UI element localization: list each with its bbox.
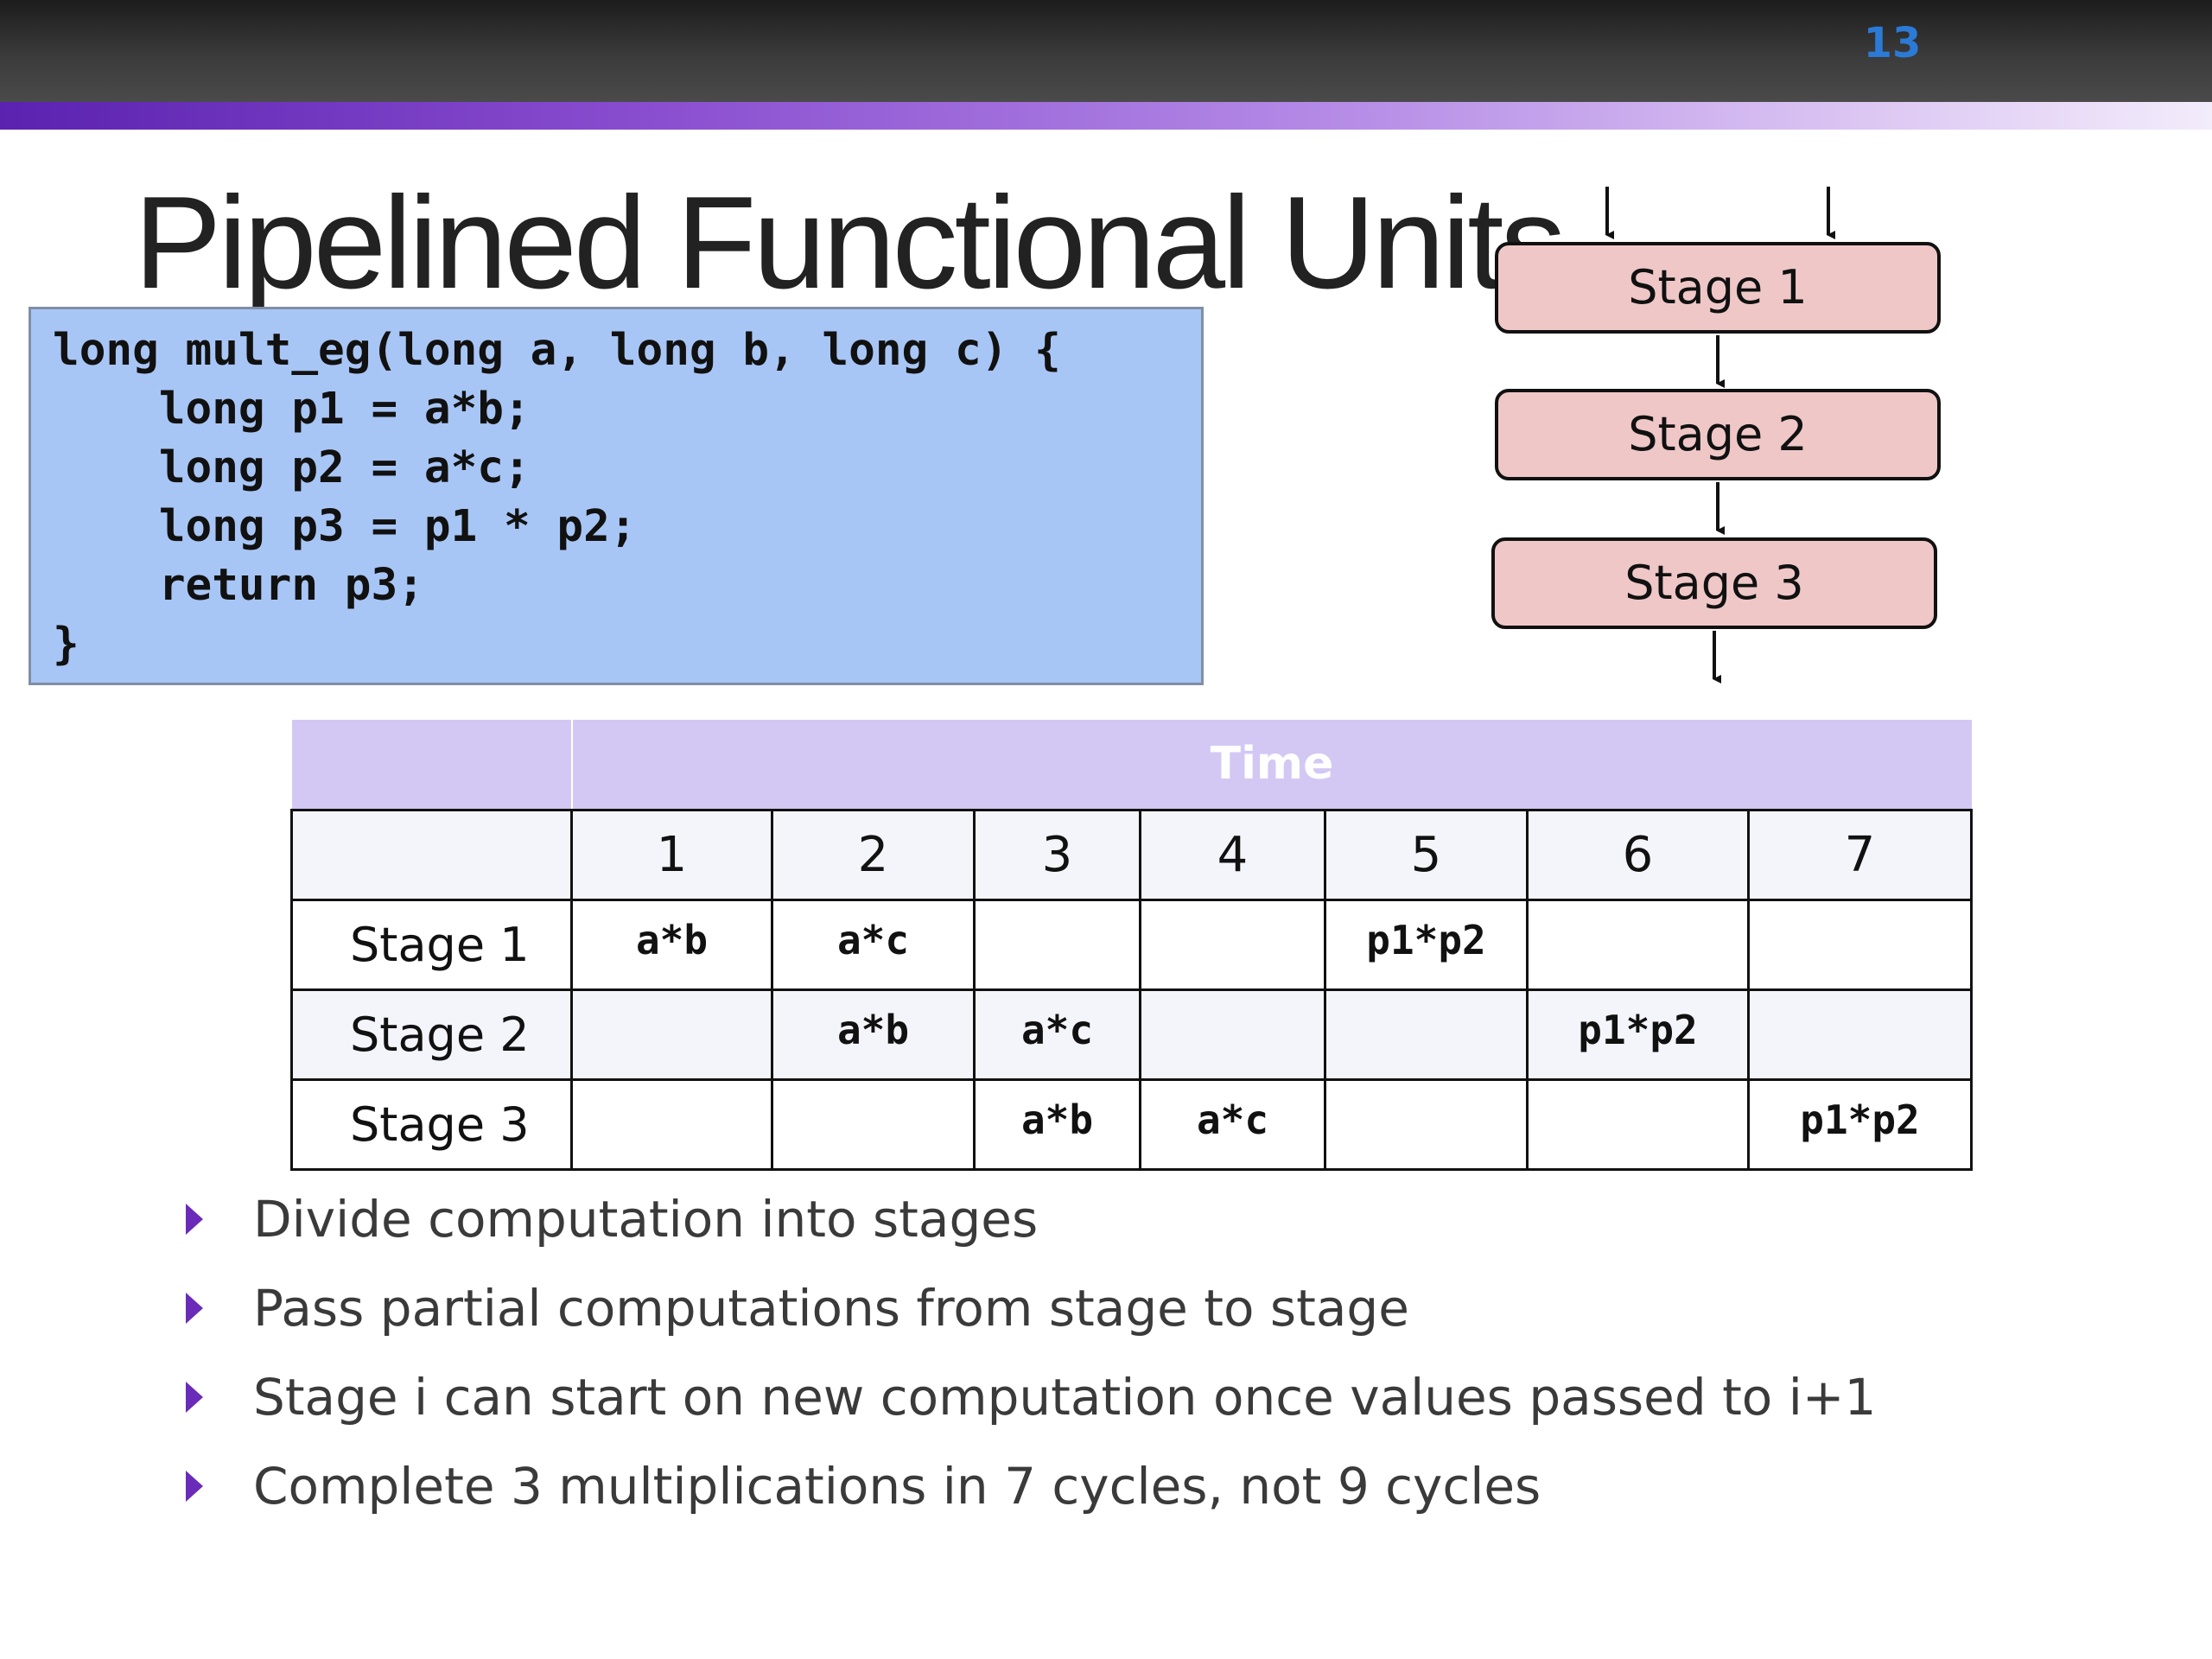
pipeline-arrows <box>1605 187 1835 683</box>
table-cell <box>1526 1077 1750 1171</box>
code-line: long p2 = a*c; <box>53 442 531 493</box>
code-line: long p3 = p1 * p2; <box>53 501 637 552</box>
pipeline-timing-table: Time 1 2 3 4 5 6 7 Stage 1 a*b a*c p1*p2… <box>290 720 1973 1171</box>
triangle-bullet-icon <box>186 1204 203 1235</box>
table-cell <box>1324 988 1529 1081</box>
table-cell <box>1139 988 1326 1081</box>
code-box: long mult_eg(long a, long b, long c) { l… <box>29 307 1204 685</box>
time-column-header: 2 <box>771 808 976 901</box>
corner-cell <box>290 808 573 901</box>
page-number: 13 <box>1863 19 1922 67</box>
table-cell <box>1324 1077 1529 1171</box>
time-column-header: 5 <box>1324 808 1529 901</box>
code-line: } <box>53 619 79 670</box>
table-cell: a*b <box>973 1077 1141 1171</box>
bullet-item: Complete 3 multiplications in 7 cycles, … <box>186 1447 1541 1525</box>
accent-stripe <box>0 102 2212 130</box>
table-cell: a*b <box>570 898 773 991</box>
bullet-text: Complete 3 multiplications in 7 cycles, … <box>253 1457 1541 1516</box>
triangle-bullet-icon <box>186 1293 203 1324</box>
code-line: long p1 = a*b; <box>53 384 531 435</box>
bullet-text: Stage i can start on new computation onc… <box>253 1368 1877 1427</box>
table-cell <box>1139 898 1326 991</box>
table-cell <box>570 988 773 1081</box>
blank-header-cell <box>291 720 572 810</box>
row-label: Stage 3 <box>290 1077 573 1171</box>
row-label: Stage 2 <box>290 988 573 1081</box>
table-row: Stage 3 a*b a*c p1*p2 <box>290 1077 1973 1171</box>
table-row: Stage 1 a*b a*c p1*p2 <box>290 898 1973 991</box>
code-line: long mult_eg(long a, long b, long c) { <box>53 325 1061 376</box>
top-bar: 13 <box>0 0 2212 102</box>
row-label: Stage 1 <box>290 898 573 991</box>
table-cell: p1*p2 <box>1324 898 1529 991</box>
bullet-text: Divide computation into stages <box>253 1190 1039 1249</box>
time-column-header: 6 <box>1526 808 1750 901</box>
bullet-item: Stage i can start on new computation onc… <box>186 1358 1876 1436</box>
column-number-row: 1 2 3 4 5 6 7 <box>290 808 1973 901</box>
table-cell <box>570 1077 773 1171</box>
triangle-bullet-icon <box>186 1471 203 1502</box>
stage-2-box: Stage 2 <box>1495 389 1941 480</box>
table-cell: a*c <box>973 988 1141 1081</box>
time-column-header: 3 <box>973 808 1141 901</box>
table-cell: p1*p2 <box>1526 988 1750 1081</box>
table-row: Stage 2 a*b a*c p1*p2 <box>290 988 1973 1081</box>
bullet-item: Divide computation into stages <box>186 1180 1038 1258</box>
table-cell: p1*p2 <box>1747 1077 1973 1171</box>
bullet-text: Pass partial computations from stage to … <box>253 1279 1409 1338</box>
table-cell: a*c <box>1139 1077 1326 1171</box>
bullet-item: Pass partial computations from stage to … <box>186 1269 1409 1347</box>
table-cell <box>1747 988 1973 1081</box>
table-cell <box>1526 898 1750 991</box>
table-cell <box>771 1077 976 1171</box>
stage-3-box: Stage 3 <box>1491 537 1937 629</box>
slide-title: Pipelined Functional Units <box>134 169 1566 316</box>
time-column-header: 7 <box>1747 808 1973 901</box>
time-header: Time <box>570 720 1972 810</box>
time-column-header: 1 <box>570 808 773 901</box>
table-cell: a*c <box>771 898 976 991</box>
code-line: return p3; <box>53 560 424 611</box>
stage-1-box: Stage 1 <box>1495 242 1941 334</box>
table-cell: a*b <box>771 988 976 1081</box>
time-column-header: 4 <box>1139 808 1326 901</box>
table-cell <box>1747 898 1973 991</box>
time-header-row: Time <box>291 720 1972 810</box>
table-cell <box>973 898 1141 991</box>
triangle-bullet-icon <box>186 1382 203 1413</box>
